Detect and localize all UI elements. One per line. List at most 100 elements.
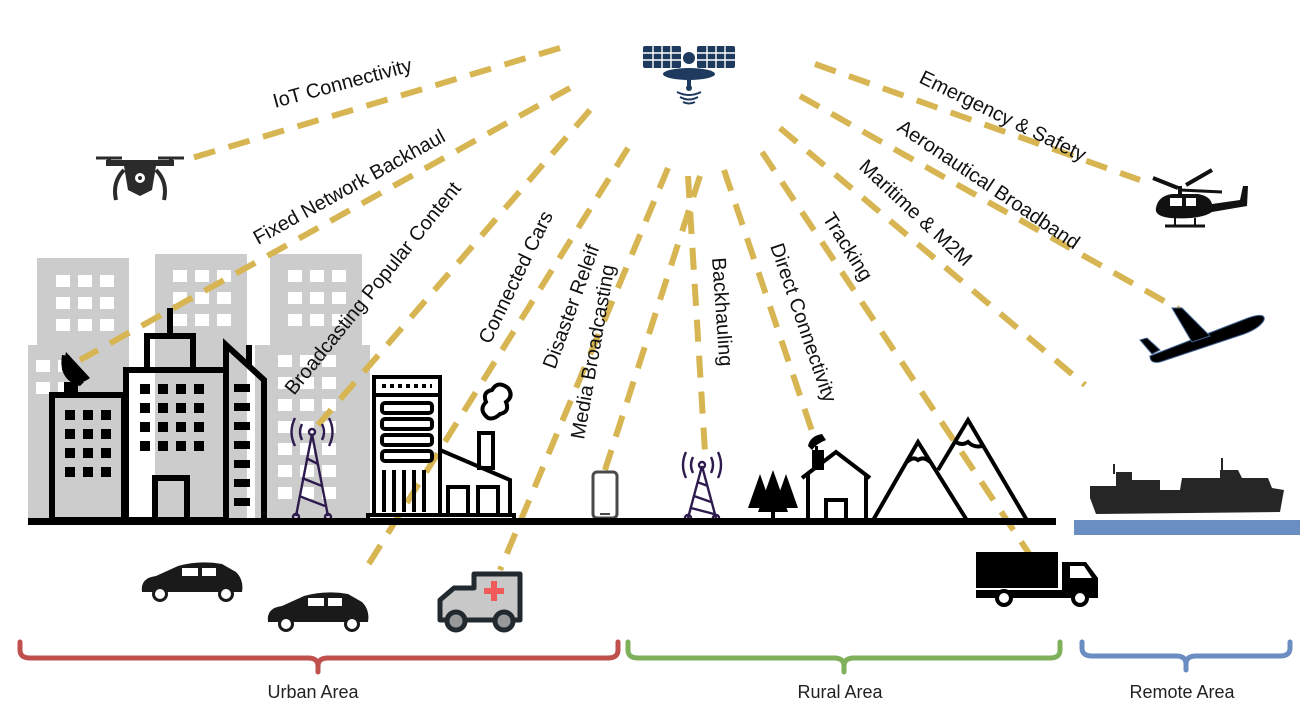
window [140, 384, 150, 394]
bg-window [78, 275, 92, 287]
beam-backhauling [685, 175, 708, 453]
bg-window [322, 487, 336, 499]
bg-window [100, 319, 114, 331]
cell-tower-icon [290, 417, 334, 522]
remote-area-brace [1079, 639, 1293, 673]
trees-icon [748, 470, 798, 518]
urban-area-label: Urban Area [267, 682, 359, 702]
window [101, 410, 111, 420]
bg-window [332, 292, 346, 304]
bg-window [322, 399, 336, 411]
window [194, 403, 204, 413]
bg-window [310, 292, 324, 304]
bg-window [310, 270, 324, 282]
bg-window [278, 355, 292, 367]
bg-window [217, 292, 231, 304]
window [140, 422, 150, 432]
car-icon [141, 562, 243, 602]
bg-window [56, 275, 70, 287]
bg-window [56, 297, 70, 309]
window [176, 441, 186, 451]
window [65, 467, 75, 477]
window [140, 441, 150, 451]
beam-label-iot-connectivity: IoT Connectivity [271, 55, 415, 113]
beam-emergency [813, 61, 1142, 183]
window [83, 410, 93, 420]
bg-window [78, 297, 92, 309]
window [101, 429, 111, 439]
satellite-dish-icon [61, 352, 90, 396]
bg-window [195, 270, 209, 282]
bg-window [300, 487, 314, 499]
bg-window [322, 443, 336, 455]
beam-media-broadcasting [602, 175, 703, 471]
bg-window [288, 270, 302, 282]
bg-window [322, 465, 336, 477]
bg-window [310, 314, 324, 326]
bg-window [278, 443, 292, 455]
rural-area-label: Rural Area [797, 682, 883, 702]
bg-window [217, 314, 231, 326]
bg-window [332, 314, 346, 326]
drone-icon [96, 156, 184, 201]
beam-maritime [778, 125, 1087, 388]
bg-window [300, 355, 314, 367]
window [176, 422, 186, 432]
bg-window [288, 292, 302, 304]
bg-window [100, 275, 114, 287]
window [176, 384, 186, 394]
bg-window [56, 319, 70, 331]
beam-connected-cars [362, 146, 631, 572]
truck-icon [976, 552, 1098, 607]
window [234, 384, 250, 392]
smartphone-icon [591, 470, 619, 520]
window [234, 441, 250, 449]
window [83, 448, 93, 458]
window [158, 403, 168, 413]
bg-window [300, 443, 314, 455]
bg-window [100, 297, 114, 309]
bg-window [278, 421, 292, 433]
bg-window [300, 465, 314, 477]
bg-window [322, 377, 336, 389]
window [234, 479, 250, 487]
background-building-windows [36, 270, 346, 499]
bg-window [278, 487, 292, 499]
beam-tracking [759, 150, 1033, 557]
window [101, 448, 111, 458]
window [65, 410, 75, 420]
bg-window [332, 270, 346, 282]
window [194, 384, 204, 394]
window [101, 467, 111, 477]
beam-fixed-network [78, 85, 572, 363]
ship-icon [1090, 458, 1284, 514]
window [158, 422, 168, 432]
house-icon [800, 449, 872, 524]
bg-window [195, 292, 209, 304]
airplane-icon [1139, 307, 1265, 363]
window [158, 384, 168, 394]
bg-window [173, 270, 187, 282]
bg-window [288, 314, 302, 326]
helicopter-icon [1152, 168, 1248, 228]
ground-line [28, 518, 1056, 525]
window [83, 467, 93, 477]
window [140, 403, 150, 413]
bg-window [300, 377, 314, 389]
beams [78, 45, 1182, 572]
window [234, 403, 250, 411]
window [194, 441, 204, 451]
bg-window [36, 360, 50, 372]
bg-window [300, 399, 314, 411]
window [176, 403, 186, 413]
city-building-windows [65, 384, 250, 506]
window [158, 441, 168, 451]
bg-window [195, 314, 209, 326]
window [65, 429, 75, 439]
bg-window [173, 314, 187, 326]
window [234, 422, 250, 430]
beam-disaster-relief [497, 166, 671, 572]
bg-window [300, 421, 314, 433]
bg-window [278, 399, 292, 411]
